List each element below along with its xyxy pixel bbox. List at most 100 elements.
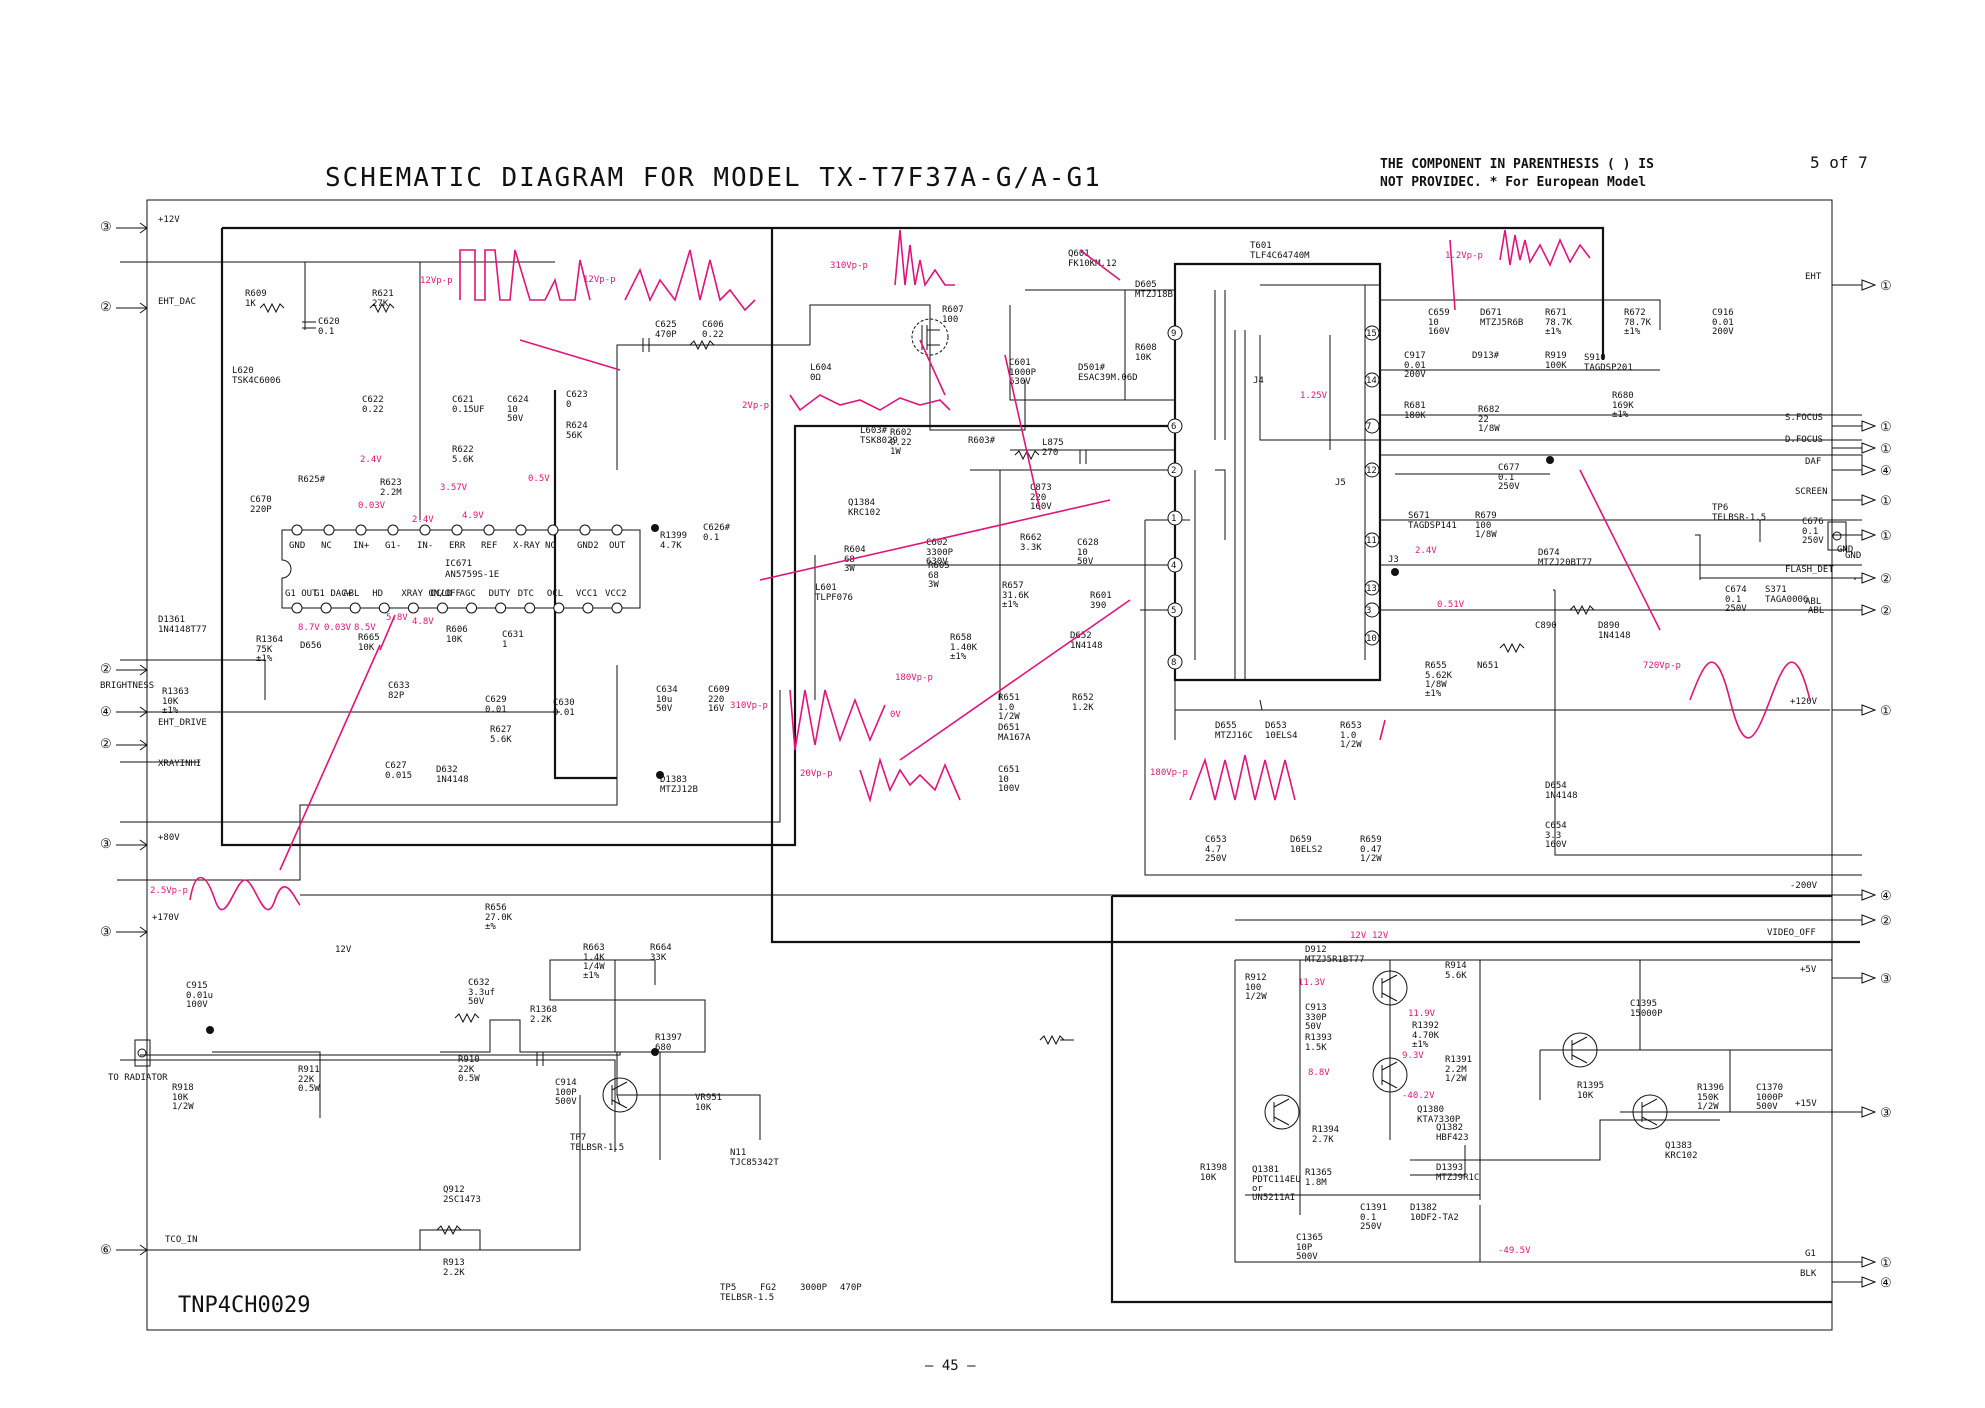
component-ref: D1393 <box>1436 1163 1463 1173</box>
component-ref: D656 <box>300 641 322 651</box>
ic-bottom-pin-label: HD <box>372 589 383 599</box>
component-value: 220 <box>708 695 724 705</box>
component-value: 0.01u <box>186 991 213 1001</box>
right-connector-label-13: +15V <box>1795 1099 1817 1109</box>
component-value: 150K <box>1697 1093 1719 1103</box>
component-value: 200V <box>1712 327 1734 337</box>
component-ref: C917 <box>1404 351 1426 361</box>
voltage-annotation: 5.8V <box>386 613 408 623</box>
component-value: 4.7 <box>1205 845 1221 855</box>
transformer-pin-label: 5 <box>1171 606 1176 616</box>
page-of-indicator: 5 of 7 <box>1810 153 1868 172</box>
left-connector-label-3: BRIGHTNESS <box>100 681 154 691</box>
component-value: 50V <box>1305 1022 1322 1032</box>
q1384-transistor <box>1632 1094 1668 1130</box>
transformer-pin <box>1364 372 1380 388</box>
component-value: 1/2W <box>1360 854 1382 864</box>
component-ref: D1361 <box>158 615 185 625</box>
component-ref: J4 <box>1253 376 1264 386</box>
component-ref: C621 <box>452 395 474 405</box>
component-value: 5.6K <box>490 735 512 745</box>
component-value: 0.1 <box>1360 1213 1376 1223</box>
component-value: 10ELS2 <box>1290 845 1323 855</box>
left-connector-num-5: ② <box>100 737 112 752</box>
component-value: 10 <box>1428 318 1439 328</box>
component-value: 0.47 <box>1360 845 1382 855</box>
q1382-transistor <box>1372 1057 1408 1093</box>
component-ref: R672 <box>1624 308 1646 318</box>
component-value: KRC102 <box>1665 1151 1698 1161</box>
ic-bottom-pin <box>436 602 448 614</box>
right-connector-label-1: EHT <box>1805 272 1822 282</box>
component-value: 1N4148T77 <box>158 625 207 635</box>
component-value: 2.2K <box>530 1015 552 1025</box>
component-value: TAGDSP141 <box>1408 521 1457 531</box>
component-value: 0 <box>566 400 571 410</box>
n11-radiator-connector: TO RADIATOR <box>108 1039 168 1083</box>
component-value: ±1% <box>583 971 600 981</box>
right-connector-8: ABL ② <box>1805 597 1892 619</box>
component-value: 10ELS4 <box>1265 731 1298 741</box>
component-ref: R656 <box>485 903 507 913</box>
component-value: 1000P <box>1009 368 1037 378</box>
voltage-annotation: 2.4V <box>1415 546 1437 556</box>
ic-bottom-pin-label: OCL <box>547 589 563 599</box>
component-ref: R653 <box>1340 721 1362 731</box>
left-connector-label-5: XRAYINHI <box>158 759 201 769</box>
ic-bottom-pin <box>291 602 303 614</box>
component-value: 250V <box>1725 604 1747 614</box>
component-value: TSK4C6006 <box>232 376 281 386</box>
component-value: 470P <box>655 330 677 340</box>
left-connector-label-8: TCO_IN <box>165 1235 198 1245</box>
component-ref: R624 <box>566 421 588 431</box>
ic-bottom-pin <box>349 602 361 614</box>
component-value: 1N4148 <box>1598 631 1631 641</box>
component-ref: C913 <box>1305 1003 1327 1013</box>
component-ref: C1370 <box>1756 1083 1783 1093</box>
component-ref: Q1383 <box>1665 1141 1692 1151</box>
component-value: 1.0 <box>1340 731 1356 741</box>
component-ref: R919 <box>1545 351 1567 361</box>
component-value: 78.7K <box>1545 318 1573 328</box>
right-connector-3: D.FOCUS ① <box>1785 435 1892 457</box>
right-connector-label-11: VIDEO_OFF <box>1767 928 1816 938</box>
component-value: 0.5W <box>298 1084 320 1094</box>
ic-bottom-pin <box>611 602 623 614</box>
component-value: ESAC39M.06D <box>1078 373 1138 383</box>
voltage-annotation: 0V <box>890 710 901 720</box>
component-ref: R682 <box>1478 405 1500 415</box>
component-value: TLPF076 <box>815 593 853 603</box>
component-value: 1W <box>890 447 901 457</box>
transformer-pin-label: 1 <box>1171 514 1176 524</box>
right-connector-15: BLK ④ <box>1800 1269 1892 1291</box>
transformer-pin <box>1364 462 1380 478</box>
right-connector-label-14: G1 <box>1805 1249 1816 1259</box>
component-ref: C654 <box>1545 821 1567 831</box>
component-ref: R607 <box>942 305 964 315</box>
component-value: 1/4W <box>583 962 605 972</box>
component-value: 10 <box>1077 548 1088 558</box>
component-ref: C653 <box>1205 835 1227 845</box>
component-value: 10K <box>358 643 375 653</box>
component-value: 78.7K <box>1624 318 1652 328</box>
component-ref: FG2 <box>760 1283 776 1293</box>
component-value: 82P <box>388 691 405 701</box>
gnd-label: GND <box>1845 551 1861 561</box>
component-ref: C629 <box>485 695 507 705</box>
component-value: MTZJ12B <box>660 785 698 795</box>
component-value: 22 <box>1478 415 1489 425</box>
component-value: 5.62K <box>1425 671 1453 681</box>
component-value: KTA7330P <box>1417 1115 1461 1125</box>
component-ref: R608 <box>1135 343 1157 353</box>
component-ref: C606 <box>702 320 724 330</box>
component-ref: D674 <box>1538 548 1560 558</box>
component-ref: R679 <box>1475 511 1497 521</box>
component-value: PDTC114EU <box>1252 1175 1301 1185</box>
component-ref: R662 <box>1020 533 1042 543</box>
voltage-annotation: 8.7V <box>298 623 320 633</box>
component-value: 0.1 <box>1802 527 1818 537</box>
component-ref: R913 <box>443 1258 465 1268</box>
component-value: 220 <box>1030 493 1046 503</box>
right-connector-num-15: ④ <box>1880 1276 1892 1291</box>
component-value: 4.7K <box>660 541 682 551</box>
